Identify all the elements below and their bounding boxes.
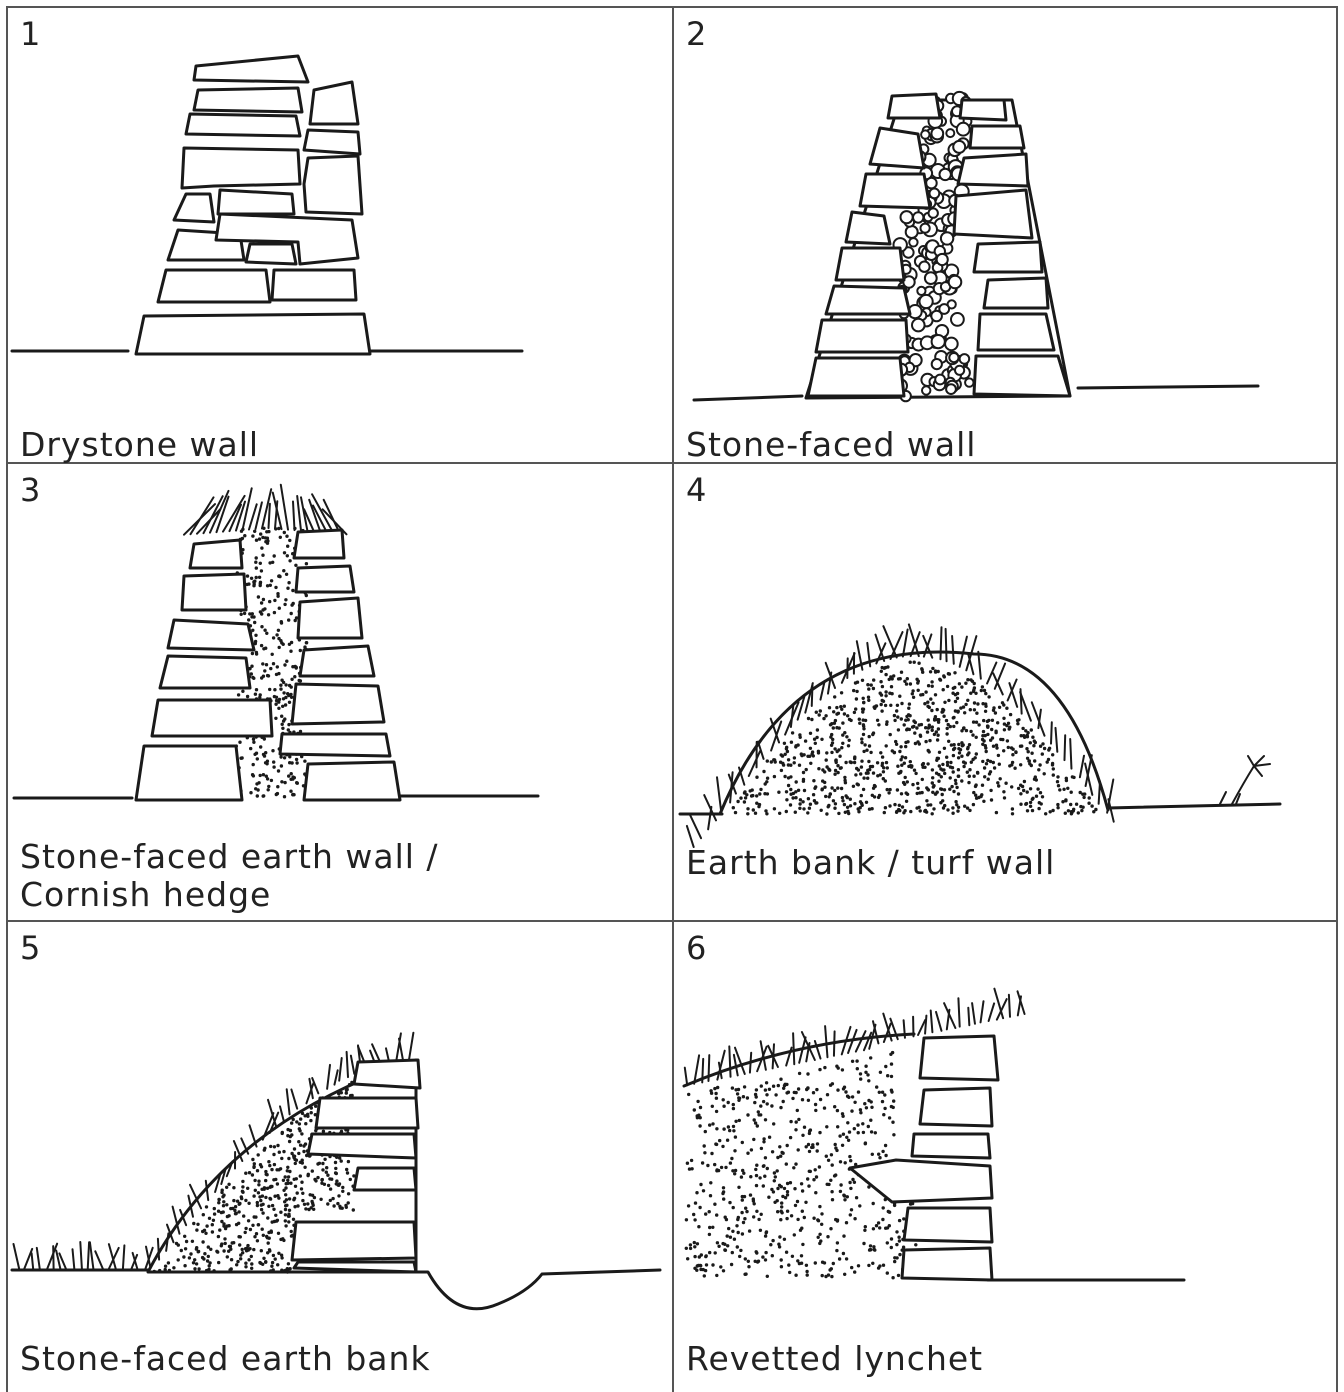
panel-caption: Drystone wall	[20, 426, 259, 464]
panel-1: 1 Drystone wall	[8, 8, 672, 462]
revetted-lynchet-drawing	[674, 922, 1336, 1392]
panel-number: 5	[20, 932, 40, 964]
panel-2: 2 Stone-faced wall	[674, 8, 1336, 462]
panel-5: 5 Stone-faced earth bank	[8, 922, 672, 1392]
panel-number: 1	[20, 18, 40, 50]
grass-tuft	[184, 485, 347, 535]
panel-caption: Revetted lynchet	[686, 1340, 983, 1378]
panel-caption: Stone-faced earth wall / Cornish hedge	[20, 838, 439, 914]
panel-number: 2	[686, 18, 706, 50]
panel-number: 4	[686, 474, 706, 506]
stone-faced-wall-drawing	[674, 8, 1336, 462]
panel-caption: Stone-faced earth bank	[20, 1340, 431, 1378]
panel-caption: Stone-faced wall	[686, 426, 976, 464]
panel-4: 4 Earth bank / turf wall	[674, 464, 1336, 920]
stone-faced-earth-bank-drawing	[8, 922, 672, 1392]
flower-icon	[1220, 756, 1270, 804]
panel-number: 6	[686, 932, 706, 964]
panel-number: 3	[20, 474, 40, 506]
panel-6: 6 Revetted lynchet	[674, 922, 1336, 1392]
panel-3: 3 Stone-faced earth wall / Cornish hedge	[8, 464, 672, 920]
drystone-wall-drawing	[8, 8, 672, 462]
panel-caption: Earth bank / turf wall	[686, 844, 1055, 882]
